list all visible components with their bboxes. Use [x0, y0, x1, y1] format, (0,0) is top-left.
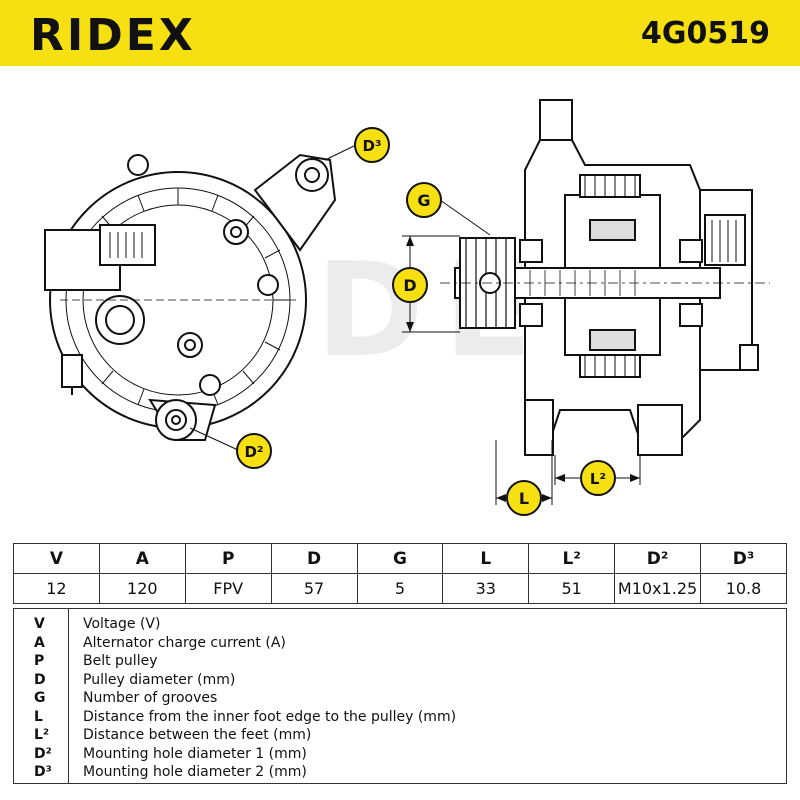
svg-text:G: G: [417, 191, 430, 210]
spec-header-cell: D: [270, 543, 358, 574]
legend-row: D³ Mounting hole diameter 2 (mm): [14, 763, 786, 781]
part-number: 4G0519: [641, 16, 770, 51]
badge-d: D: [392, 267, 428, 303]
badge-l: L: [506, 480, 542, 516]
legend-description: Belt pulley: [83, 653, 158, 669]
spec-header-cell: D²: [614, 543, 701, 574]
legend-row: A Alternator charge current (A): [14, 634, 786, 652]
spec-value-cell: 12: [13, 573, 100, 604]
legend-description: Alternator charge current (A): [83, 634, 286, 651]
legend-row: V Voltage (V): [14, 615, 786, 633]
spec-header-cell: D³: [700, 543, 787, 574]
legend-description: Distance between the feet (mm): [83, 727, 312, 743]
spec-table: V A P D G L L² D² D³ 12 120 FPV 57 5 33 …: [13, 543, 787, 604]
spec-header-cell: A: [98, 543, 186, 574]
svg-text:L: L: [519, 489, 529, 508]
legend-row: P Belt pulley: [14, 652, 786, 670]
spec-value-cell: 33: [442, 573, 530, 604]
legend-description: Number of grooves: [83, 690, 218, 706]
legend-symbol: A: [34, 634, 45, 651]
svg-text:D³: D³: [362, 137, 381, 155]
spec-value-cell: M10x1.25: [614, 573, 701, 604]
alternator-section-view: [440, 99, 770, 456]
spec-value-cell: FPV: [184, 573, 272, 604]
legend-symbol: L²: [34, 727, 50, 743]
spec-header-cell: V: [13, 543, 100, 574]
spec-header-cell: G: [356, 543, 444, 574]
legend-row: D Pulley diameter (mm): [14, 671, 786, 689]
alternator-front-view: [44, 153, 337, 441]
legend-divider: [68, 609, 69, 783]
legend-row: L Distance from the inner foot edge to t…: [14, 708, 786, 726]
legend-symbol: L: [34, 708, 43, 725]
legend-row: D² Mounting hole diameter 1 (mm): [14, 745, 786, 763]
legend-symbol: G: [34, 690, 46, 706]
legend-description: Distance from the inner foot edge to the…: [83, 708, 457, 725]
legend-row: L² Distance between the feet (mm): [14, 726, 786, 744]
spec-header-cell: P: [184, 543, 272, 574]
brand-logo: RIDEX: [30, 10, 196, 61]
spec-value-cell: 57: [270, 573, 358, 604]
spec-value-row: 12 120 FPV 57 5 33 51 M10x1.25 10.8: [13, 573, 787, 604]
legend-symbol: D²: [34, 745, 52, 762]
badge-g: G: [406, 182, 442, 218]
legend-description: Mounting hole diameter 1 (mm): [83, 745, 307, 762]
legend-symbol: P: [34, 653, 45, 669]
spec-value-cell: 51: [528, 573, 616, 604]
dimension-lines: [189, 144, 641, 505]
legend-symbol: D³: [34, 764, 52, 780]
spec-header-cell: L: [442, 543, 530, 574]
spec-header-cell: L²: [528, 543, 616, 574]
legend-description: Mounting hole diameter 2 (mm): [83, 764, 307, 780]
svg-text:L²: L²: [590, 470, 606, 488]
svg-text:D: D: [403, 276, 416, 295]
badge-d3: D³: [354, 127, 390, 163]
spec-header-row: V A P D G L L² D² D³: [13, 543, 787, 574]
legend-description: Pulley diameter (mm): [83, 671, 236, 688]
svg-text:D²: D²: [244, 443, 263, 461]
legend-box: V Voltage (V) A Alternator charge curren…: [13, 608, 787, 784]
spec-value-cell: 10.8: [700, 573, 787, 604]
legend-symbol: V: [34, 616, 45, 632]
alternator-drawing: RIDEX: [44, 99, 770, 516]
spec-value-cell: 5: [356, 573, 444, 604]
legend-row: G Number of grooves: [14, 689, 786, 707]
header-bar: RIDEX 4G0519: [0, 0, 800, 66]
legend-symbol: D: [34, 671, 46, 688]
legend-description: Voltage (V): [83, 616, 161, 632]
spec-value-cell: 120: [98, 573, 186, 604]
badge-l2: L²: [580, 460, 616, 496]
badge-d2: D²: [236, 433, 272, 469]
